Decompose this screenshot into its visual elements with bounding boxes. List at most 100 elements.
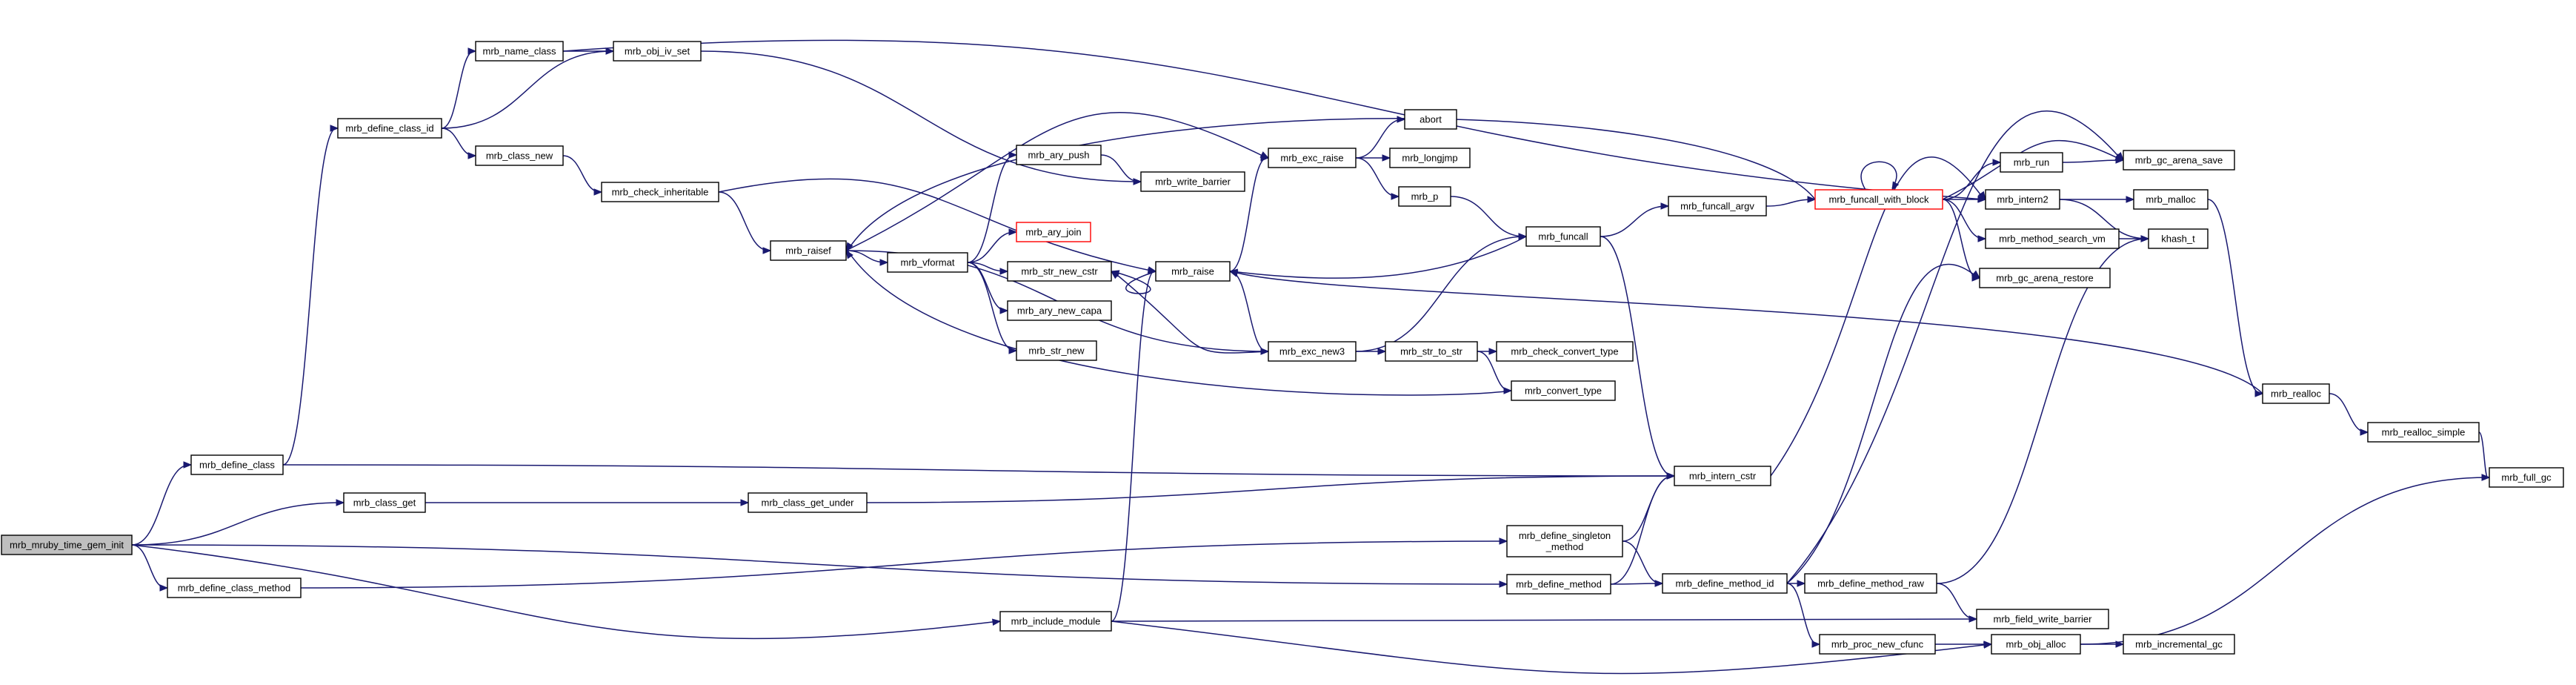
node-mrb-longjmp[interactable]: mrb_longjmp xyxy=(1389,148,1471,168)
node-label: mrb_exc_raise xyxy=(1280,153,1343,164)
edge-mrb_check_inheritable-to-mrb_raisef xyxy=(718,191,772,254)
edge-mrb_funcall_with_block-to-mrb_method_search_vm xyxy=(1942,199,1987,242)
node-mrb-include-module[interactable]: mrb_include_module xyxy=(999,611,1112,632)
node-box xyxy=(2123,150,2235,171)
node-mrb-define-class-id[interactable]: mrb_define_class_id xyxy=(337,118,442,139)
node-mrb-intern-cstr[interactable]: mrb_intern_cstr xyxy=(1674,466,1771,486)
node-mrb-ary-join[interactable]: mrb_ary_join xyxy=(1016,222,1091,242)
node-mrb-check-convert-type[interactable]: mrb_check_convert_type xyxy=(1496,341,1634,362)
edge-line xyxy=(131,464,190,546)
edge-arrowhead xyxy=(593,188,603,196)
edge-mrb_intern_cstr-to-mrb_intern2 xyxy=(1770,156,1986,477)
edge-mrb_mruby_time_gem_init-to-mrb_define_class xyxy=(131,461,193,546)
node-mrb-exc-raise[interactable]: mrb_exc_raise xyxy=(1268,148,1357,168)
edge-mrb_realloc_simple-to-mrb_full_gc xyxy=(2478,431,2491,481)
node-label: mrb_convert_type xyxy=(1525,385,1602,397)
edge-arrowhead xyxy=(740,499,750,506)
edge-line xyxy=(1622,475,1674,542)
node-mrb-full-gc[interactable]: mrb_full_gc xyxy=(2489,467,2564,488)
node-mrb-str-to-str[interactable]: mrb_str_to_str xyxy=(1385,341,1478,362)
node-label: mrb_raise xyxy=(1171,266,1214,277)
node-mrb-check-inheritable[interactable]: mrb_check_inheritable xyxy=(601,182,719,202)
edge-line xyxy=(282,128,337,466)
node-box xyxy=(1511,380,1616,401)
edge-mrb_define_class_id-to-mrb_name_class xyxy=(441,47,477,129)
node-mrb-malloc[interactable]: mrb_malloc xyxy=(2133,189,2209,210)
node-mrb-realloc[interactable]: mrb_realloc xyxy=(2262,383,2330,404)
node-mrb-intern2[interactable]: mrb_intern2 xyxy=(1985,189,2060,210)
node-mrb-convert-type[interactable]: mrb_convert_type xyxy=(1511,380,1616,401)
edge-mrb_include_module-to-mrb_raise xyxy=(1111,268,1157,622)
node-khash-t[interactable]: khash_t xyxy=(2148,228,2209,249)
node-mrb-funcall-with-block[interactable]: mrb_funcall_with_block xyxy=(1814,189,1943,210)
edge-arrowhead xyxy=(2140,235,2150,242)
node-label: mrb_funcall_argv xyxy=(1680,201,1754,212)
node-box xyxy=(1674,466,1771,486)
node-mrb-incremental-gc[interactable]: mrb_incremental_gc xyxy=(2123,634,2235,655)
node-box xyxy=(1804,573,1937,594)
node-label: mrb_ary_push xyxy=(1028,150,1089,161)
node-label: mrb_str_new_cstr xyxy=(1021,266,1098,277)
edge-mrb_obj_alloc-to-mrb_full_gc xyxy=(2080,474,2491,645)
node-box xyxy=(1385,341,1478,362)
node-mrb-define-singleton-method[interactable]: mrb_define_singleton_method xyxy=(1506,525,1623,557)
node-mrb-str-new[interactable]: mrb_str_new xyxy=(1016,340,1097,361)
node-box xyxy=(2262,383,2330,404)
node-mrb-obj-alloc[interactable]: mrb_obj_alloc xyxy=(1991,634,2081,655)
node-box xyxy=(613,41,702,62)
node-mrb-define-method-raw[interactable]: mrb_define_method_raw xyxy=(1804,573,1937,594)
node-box xyxy=(1007,300,1112,321)
edge-arrowhead xyxy=(845,249,853,259)
node-mrb-exc-new3[interactable]: mrb_exc_new3 xyxy=(1268,341,1357,362)
node-mrb-write-barrier[interactable]: mrb_write_barrier xyxy=(1140,171,1245,192)
node-mrb-mruby-time-gem-init[interactable]: mrb_mruby_time_gem_init xyxy=(1,535,133,555)
nodes-layer: mrb_mruby_time_gem_initmrb_define_classm… xyxy=(1,41,2564,655)
node-mrb-class-new[interactable]: mrb_class_new xyxy=(475,145,564,166)
node-mrb-ary-new-capa[interactable]: mrb_ary_new_capa xyxy=(1007,300,1112,321)
edge-mrb_funcall_with_block-to-mrb_funcall_with_block xyxy=(1860,161,1900,191)
edge-line xyxy=(441,50,475,129)
node-label: mrb_check_convert_type xyxy=(1511,346,1618,357)
node-mrb-obj-iv-set[interactable]: mrb_obj_iv_set xyxy=(613,41,702,62)
edge-arrowhead xyxy=(1391,193,1400,200)
node-abort[interactable]: abort xyxy=(1404,109,1457,130)
edge-mrb_define_singleton_method-to-mrb_intern_cstr xyxy=(1622,472,1676,542)
node-mrb-method-search-vm[interactable]: mrb_method_search_vm xyxy=(1985,228,2120,249)
edge-mrb_define_method_raw-to-mrb_field_write_barrier xyxy=(1936,583,1978,623)
node-mrb-raise[interactable]: mrb_raise xyxy=(1155,261,1231,282)
node-mrb-name-class[interactable]: mrb_name_class xyxy=(475,41,564,62)
node-label: mrb_include_module xyxy=(1011,616,1101,627)
node-mrb-proc-new-cfunc[interactable]: mrb_proc_new_cfunc xyxy=(1819,634,1936,655)
node-box xyxy=(601,182,719,202)
node-mrb-class-get[interactable]: mrb_class_get xyxy=(343,492,426,513)
node-mrb-ary-push[interactable]: mrb_ary_push xyxy=(1016,145,1102,165)
node-mrb-funcall[interactable]: mrb_funcall xyxy=(1525,226,1601,247)
node-mrb-gc-arena-restore[interactable]: mrb_gc_arena_restore xyxy=(1979,268,2111,288)
node-mrb-gc-arena-save[interactable]: mrb_gc_arena_save xyxy=(2123,150,2235,171)
node-mrb-p[interactable]: mrb_p xyxy=(1398,186,1451,207)
node-mrb-str-new-cstr[interactable]: mrb_str_new_cstr xyxy=(1007,261,1112,282)
edge-line xyxy=(131,544,1506,585)
edge-arrowhead xyxy=(1797,580,1806,587)
node-mrb-realloc-simple[interactable]: mrb_realloc_simple xyxy=(2367,422,2480,443)
edge-mrb_define_method_id-to-mrb_gc_arena_save xyxy=(1786,110,2124,584)
node-box xyxy=(1814,189,1943,210)
node-mrb-define-method[interactable]: mrb_define_method xyxy=(1506,574,1611,595)
node-mrb-funcall-argv[interactable]: mrb_funcall_argv xyxy=(1668,196,1767,216)
edge-arrowhead xyxy=(1382,154,1391,162)
edge-line xyxy=(1610,583,1662,585)
edge-mrb_raise-to-mrb_exc_new3 xyxy=(1229,271,1270,355)
node-mrb-field-write-barrier[interactable]: mrb_field_write_barrier xyxy=(1976,609,2109,629)
node-label: mrb_class_get_under xyxy=(761,497,854,509)
node-mrb-vformat[interactable]: mrb_vformat xyxy=(887,252,968,273)
node-mrb-run[interactable]: mrb_run xyxy=(2000,152,2063,173)
edge-line xyxy=(282,464,1674,477)
edge-mrb_run-to-mrb_gc_arena_save xyxy=(2062,156,2125,164)
node-mrb-define-class[interactable]: mrb_define_class xyxy=(190,454,284,475)
edge-line xyxy=(1355,119,1404,159)
node-mrb-define-method-id[interactable]: mrb_define_method_id xyxy=(1662,573,1788,594)
node-mrb-raisef[interactable]: mrb_raisef xyxy=(770,240,847,261)
node-mrb-class-get-under[interactable]: mrb_class_get_under xyxy=(748,492,868,513)
node-mrb-define-class-method[interactable]: mrb_define_class_method xyxy=(167,578,302,598)
